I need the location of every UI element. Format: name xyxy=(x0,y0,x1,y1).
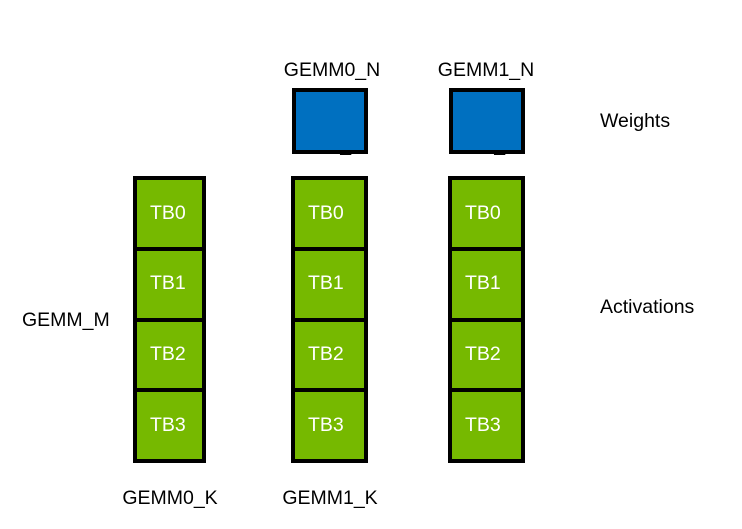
gemm0-k-label: GEMM0_K xyxy=(122,487,218,509)
tb-tile: TB0 xyxy=(448,176,525,251)
gemm1-weight-tile xyxy=(449,88,525,154)
tb-tile-label: TB2 xyxy=(150,343,186,366)
tb-tile: TB1 xyxy=(133,246,206,322)
weights-label: Weights xyxy=(600,110,671,132)
tb-tile-label: TB3 xyxy=(465,413,501,436)
tb-tile-label: TB2 xyxy=(308,343,344,366)
tb-tile-label: TB1 xyxy=(465,272,501,295)
tb-tile-label: TB3 xyxy=(150,413,186,436)
tb-tile: TB2 xyxy=(291,317,368,393)
tb-tile-label: TB1 xyxy=(308,272,344,295)
tb-tile-label: TB0 xyxy=(465,201,501,224)
gemm0-activation-column: TB0 TB1 TB2 TB3 xyxy=(133,176,206,471)
tb-tile-label: TB0 xyxy=(308,201,344,224)
activations-label: Activations xyxy=(600,296,695,318)
tb-tile: TB3 xyxy=(291,388,368,463)
gemm1-k-label: GEMM1_K xyxy=(282,487,378,509)
tb-tile: TB0 xyxy=(291,176,368,251)
tb-tile: TB1 xyxy=(291,246,368,322)
tb-tile: TB2 xyxy=(448,317,525,393)
gemm2-activation-column: TB0 TB1 TB2 TB3 xyxy=(448,176,525,471)
tb-tile-label: TB2 xyxy=(465,343,501,366)
tb-tile: TB3 xyxy=(133,388,206,463)
tb-tile: TB3 xyxy=(448,388,525,463)
tb-tile: TB0 xyxy=(133,176,206,251)
gemm0-n-label-line1: GEMM0_N xyxy=(283,59,381,81)
tb-tile-label: TB0 xyxy=(150,201,186,224)
tb-tile-label: TB3 xyxy=(308,413,344,436)
gemm0-weight-tile xyxy=(292,88,368,154)
gemm1-activation-column: TB0 TB1 TB2 TB3 xyxy=(291,176,368,471)
tb-tile-label: TB1 xyxy=(150,272,186,295)
gemm-m-label: GEMM_M xyxy=(22,309,110,331)
tb-tile: TB1 xyxy=(448,246,525,322)
tb-tile: TB2 xyxy=(133,317,206,393)
gemm1-n-label-line1: GEMM1_N xyxy=(437,59,535,81)
